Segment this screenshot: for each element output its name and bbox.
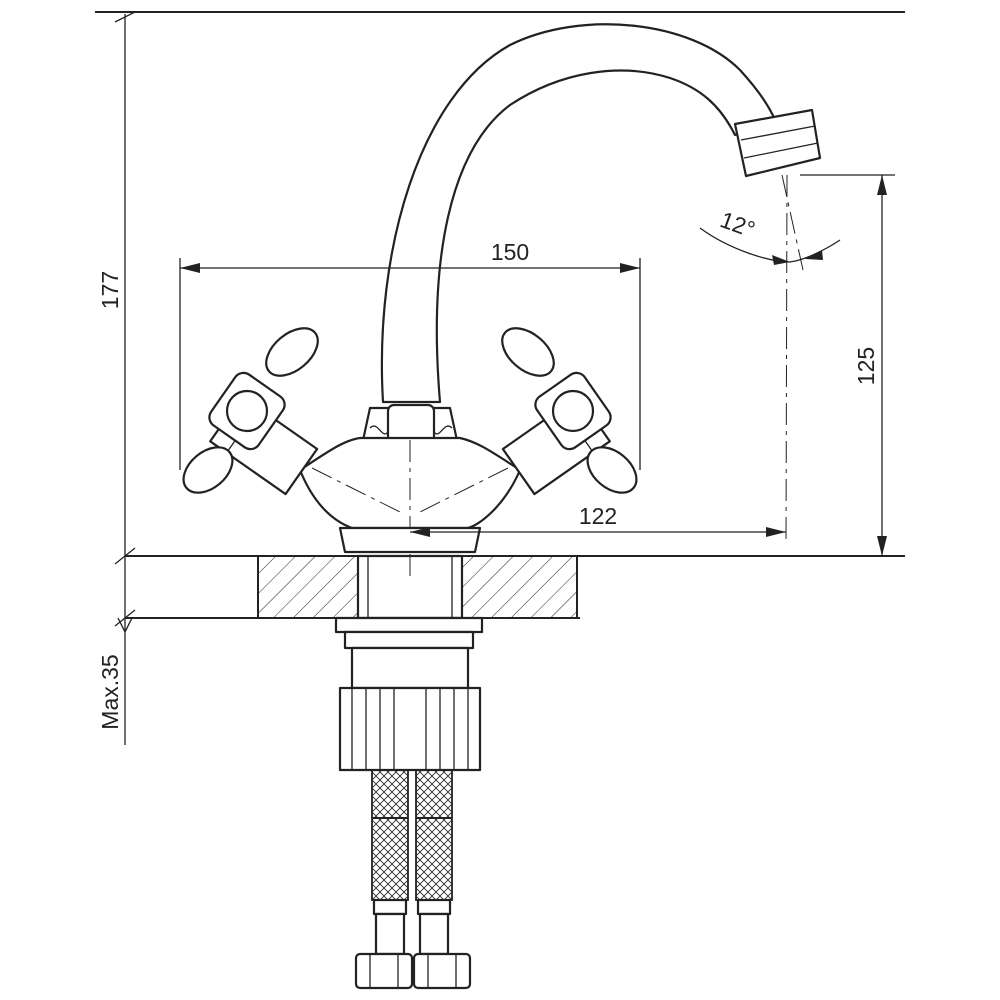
dimension-overall-height: 177 bbox=[97, 11, 136, 565]
right-handle-hub bbox=[501, 327, 638, 494]
countertop-section bbox=[125, 554, 905, 620]
dimension-handle-span: 150 bbox=[179, 239, 641, 470]
dim-12deg-label: 12° bbox=[717, 206, 759, 242]
dim-125-label: 125 bbox=[853, 347, 879, 385]
dim-177-label: 177 bbox=[97, 271, 123, 309]
dimension-max-thickness: Max.35 bbox=[97, 556, 136, 745]
dimension-spout-angle: 12° bbox=[699, 206, 841, 265]
dimension-spout-height: 125 bbox=[800, 174, 895, 556]
dim-122-label: 122 bbox=[579, 503, 617, 529]
valve-body bbox=[298, 436, 522, 580]
mounting-assembly bbox=[334, 616, 484, 772]
left-handle-hub bbox=[182, 327, 319, 494]
dim-150-label: 150 bbox=[491, 239, 529, 265]
flex-hoses bbox=[354, 769, 472, 990]
dimension-spout-reach: 122 bbox=[410, 503, 786, 537]
dim-max35-label: Max.35 bbox=[97, 654, 123, 729]
spout bbox=[380, 23, 822, 546]
centre-nut bbox=[360, 403, 460, 449]
